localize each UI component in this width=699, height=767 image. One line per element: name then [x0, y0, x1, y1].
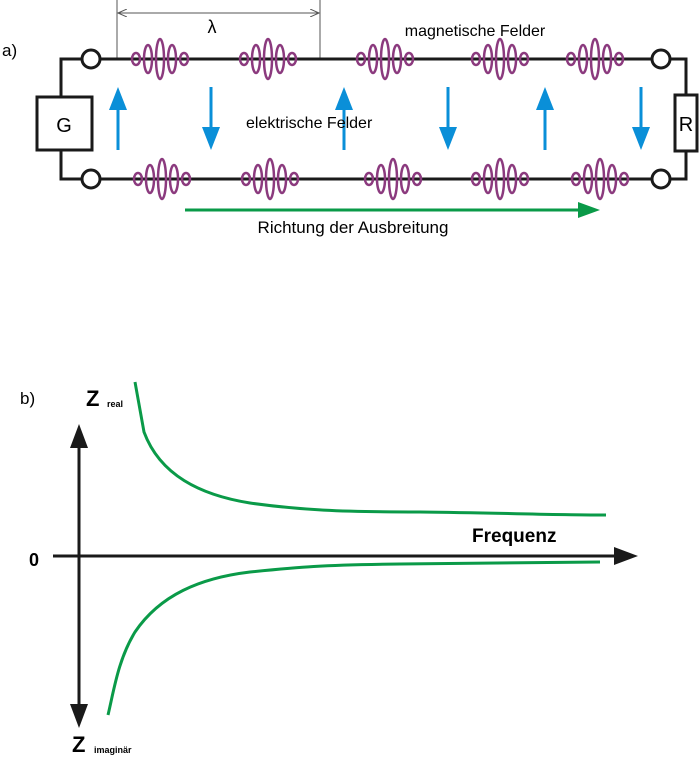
coil-loop: [286, 51, 298, 67]
origin-label: 0: [29, 550, 39, 570]
coil-loop: [142, 43, 154, 75]
coil: [132, 157, 192, 201]
coil-loop: [391, 43, 403, 75]
real-impedance-curve: [133, 381, 607, 517]
coil: [470, 37, 530, 81]
electric-field-arrows: [109, 87, 650, 150]
coil-loop: [130, 51, 142, 67]
coil-loop: [506, 43, 518, 75]
coil-loop: [178, 51, 190, 67]
coil-loop: [379, 37, 391, 81]
coil-loop: [518, 51, 530, 67]
coil-loop: [518, 171, 530, 187]
coil-loop: [387, 157, 399, 201]
coil-loop: [577, 43, 589, 75]
coil-loop: [601, 43, 613, 75]
wavelength-dimension: [116, 0, 321, 59]
y-axis-arrow-up: [70, 424, 88, 448]
coil-loop: [144, 163, 156, 195]
propagation-label: Richtung der Ausbreitung: [258, 218, 449, 237]
terminal-bottom-right: [650, 168, 672, 190]
imaginary-impedance-curve: [106, 560, 601, 716]
coil-loop: [154, 37, 166, 81]
coil: [565, 37, 625, 81]
coil-loop: [367, 43, 379, 75]
axes: [53, 438, 620, 714]
coil-loop: [403, 51, 415, 67]
coil-loop: [363, 171, 375, 187]
coil-loop: [570, 171, 582, 187]
coil: [240, 157, 300, 201]
coil-loop: [494, 37, 506, 81]
coil: [130, 37, 190, 81]
coil-loop: [276, 163, 288, 195]
coil-loop: [132, 171, 144, 187]
coil: [238, 37, 298, 81]
coil-loop: [240, 171, 252, 187]
coil-loop: [582, 163, 594, 195]
coil-loop: [482, 163, 494, 195]
coil-loop: [252, 163, 264, 195]
y-axis-arrow-down: [70, 704, 88, 728]
magnetic-fields-label: magnetische Felder: [405, 23, 546, 40]
coil-loop: [166, 43, 178, 75]
terminals: [80, 48, 672, 190]
coil: [570, 157, 630, 201]
coil-loop: [506, 163, 518, 195]
z-imag-subscript: imaginär: [94, 745, 132, 755]
electric-fields-label: elektrische Felder: [246, 115, 373, 132]
coil-loop: [375, 163, 387, 195]
arrow-up-icon: [109, 87, 127, 150]
wavelength-label: λ: [208, 17, 217, 37]
terminal-bottom-left: [80, 168, 102, 190]
propagation-arrow: [185, 202, 600, 218]
coil-loop: [594, 157, 606, 201]
coil-loop: [288, 171, 300, 187]
coil-loop: [606, 163, 618, 195]
coil-loop: [262, 37, 274, 81]
coil-loop: [618, 171, 630, 187]
magnetic-field-coils: [130, 37, 630, 201]
arrow-down-icon: [439, 87, 457, 150]
coil-loop: [274, 43, 286, 75]
coil-loop: [470, 171, 482, 187]
coil-loop: [250, 43, 262, 75]
coil-loop: [482, 43, 494, 75]
coil-loop: [238, 51, 250, 67]
terminal-top-right: [650, 48, 672, 70]
coil: [355, 37, 415, 81]
terminal-top-left: [80, 48, 102, 70]
resistor-box: [673, 93, 699, 153]
coil-loop: [355, 51, 367, 67]
arrow-down-icon: [632, 87, 650, 150]
arrow-up-icon: [335, 87, 353, 150]
coil-loop: [168, 163, 180, 195]
coil-loop: [494, 157, 506, 201]
panel-a-label: a): [2, 41, 17, 60]
z-imag-label: Z: [72, 732, 85, 757]
generator-label: G: [56, 115, 72, 137]
arrow-up-icon: [536, 87, 554, 150]
coil-loop: [264, 157, 276, 201]
arrow-down-icon: [202, 87, 220, 150]
coil-loop: [613, 51, 625, 67]
coil-loop: [565, 51, 577, 67]
frequency-label: Frequenz: [472, 526, 556, 547]
resistor-label: R: [679, 114, 693, 136]
z-real-subscript: real: [107, 399, 123, 409]
coil: [363, 157, 423, 201]
generator-box: [35, 95, 94, 152]
coil-loop: [470, 51, 482, 67]
panel-b-label: b): [20, 389, 35, 408]
coil-loop: [411, 171, 423, 187]
x-axis-arrow: [614, 547, 638, 565]
coil-loop: [589, 37, 601, 81]
coil: [470, 157, 530, 201]
z-real-label: Z: [86, 386, 99, 411]
coil-loop: [399, 163, 411, 195]
coil-loop: [156, 157, 168, 201]
coil-loop: [180, 171, 192, 187]
